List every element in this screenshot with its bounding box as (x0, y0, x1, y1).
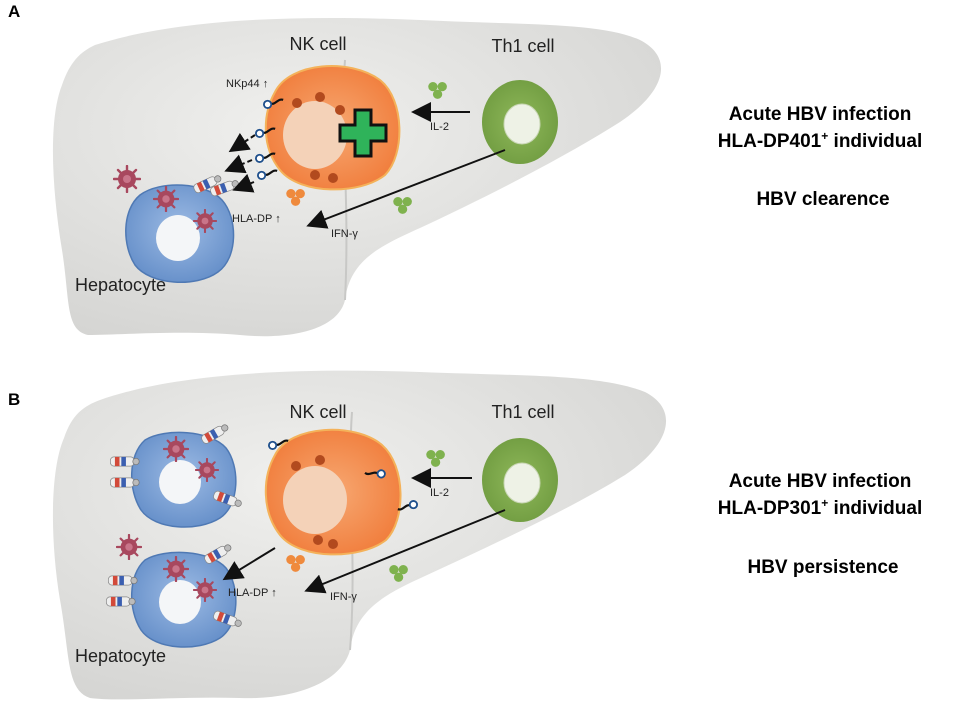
hbv-virus-icon (163, 556, 189, 582)
hla-dp-receptor-icon (108, 575, 138, 586)
condition-title-b: Acute HBV infection (729, 471, 912, 492)
th1-cell-label-a: Th1 cell (491, 36, 554, 56)
hepatocyte-a (125, 184, 235, 283)
ifn-gamma-label-a: IFN-γ (331, 228, 358, 240)
genotype-a: HLA-DP401+ individual (718, 129, 922, 152)
hla-dp-receptor-icon (110, 477, 140, 488)
hepatocyte-label-b: Hepatocyte (75, 646, 166, 666)
panel-a-label: A (8, 2, 20, 21)
hla-dp-receptor-icon (110, 456, 140, 467)
hla-dp-label-b: HLA-DP ↑ (228, 587, 277, 599)
panel-b-label: B (8, 390, 20, 409)
nk-cell-label-a: NK cell (289, 34, 346, 54)
il-2-label-a: IL-2 (430, 121, 449, 133)
hbv-virus-icon (113, 165, 141, 193)
hepatocyte-label-a: Hepatocyte (75, 275, 166, 295)
genotype-b: HLA-DP301+ individual (718, 496, 922, 519)
hla-dp-receptor-icon (106, 596, 136, 607)
nk-cell-label-b: NK cell (289, 402, 346, 422)
nk-to-hepatocyte-arrow (222, 547, 276, 581)
hbv-virus-icon (195, 458, 219, 482)
dashed-arrow (228, 132, 256, 153)
nk-cell-b (264, 428, 402, 556)
condition-title-a: Acute HBV infection (729, 104, 912, 125)
hbv-virus-icon (193, 578, 217, 602)
hla-dp-label-a: HLA-DP ↑ (232, 213, 281, 225)
outcome-b: HBV persistence (747, 557, 898, 578)
hbv-virus-icon (163, 436, 189, 462)
dashed-arrow (232, 173, 255, 193)
panel-a: A Th1 cell NK cell NKp44 ↑ (8, 2, 922, 337)
dashed-arrow (224, 154, 253, 174)
th1-cell-b (482, 438, 558, 522)
ifn-gamma-arrow (304, 509, 506, 594)
outcome-a: HBV clearence (756, 189, 889, 210)
panel-b: B Th1 cell NK cell (8, 370, 922, 700)
hbv-virus-icon (153, 186, 179, 212)
ifn-gamma-arrow (306, 149, 506, 229)
hbv-virus-icon (116, 534, 142, 560)
hbv-virus-icon (193, 209, 217, 233)
nkp44-label-a: NKp44 ↑ (226, 78, 268, 90)
il-2-label-b: IL-2 (430, 487, 449, 499)
th1-cell-label-b: Th1 cell (491, 402, 554, 422)
nk-cell-a (264, 65, 401, 191)
hepatocyte-b-upper (131, 431, 237, 528)
plus-icon (338, 108, 388, 158)
th1-cell-a (482, 80, 558, 164)
ifn-gamma-label-b: IFN-γ (330, 591, 357, 603)
